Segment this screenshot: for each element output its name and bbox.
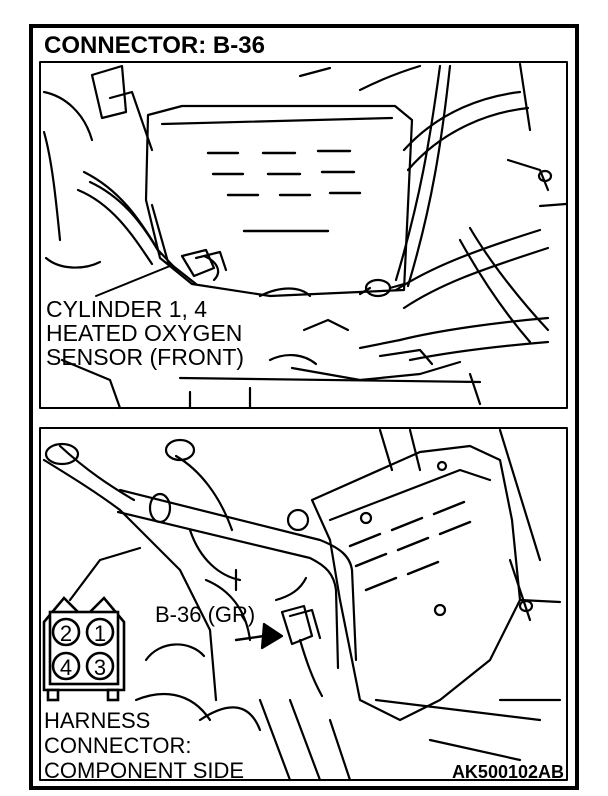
pin-label: 3: [93, 655, 107, 680]
harness-caption-line3: COMPONENT SIDE: [44, 758, 245, 783]
top-engine-illustration: [39, 61, 568, 410]
sensor-label-line1: CYLINDER 1, 4: [46, 296, 208, 322]
connector-arrow: [260, 622, 284, 650]
pin-face-diagram: [42, 596, 126, 702]
figure-code: AK500102AB: [451, 762, 564, 782]
harness-caption-line1: HARNESS: [44, 708, 151, 733]
pin-label: 1: [93, 621, 107, 646]
top-panel-frame: [39, 61, 568, 409]
diagram-title: CONNECTOR: B-36: [44, 32, 265, 59]
sensor-label-line2: HEATED OXYGEN: [46, 320, 243, 346]
pin-label: 2: [59, 621, 73, 646]
sensor-label-line3: SENSOR (FRONT): [46, 344, 245, 370]
bottom-engine-illustration: [39, 427, 568, 782]
connector-callout: B-36 (GR): [155, 602, 256, 627]
harness-caption-line2: CONNECTOR:: [44, 733, 192, 758]
outer-border: [29, 24, 579, 790]
bottom-panel-frame: [39, 427, 568, 781]
pin-label: 4: [59, 655, 73, 680]
